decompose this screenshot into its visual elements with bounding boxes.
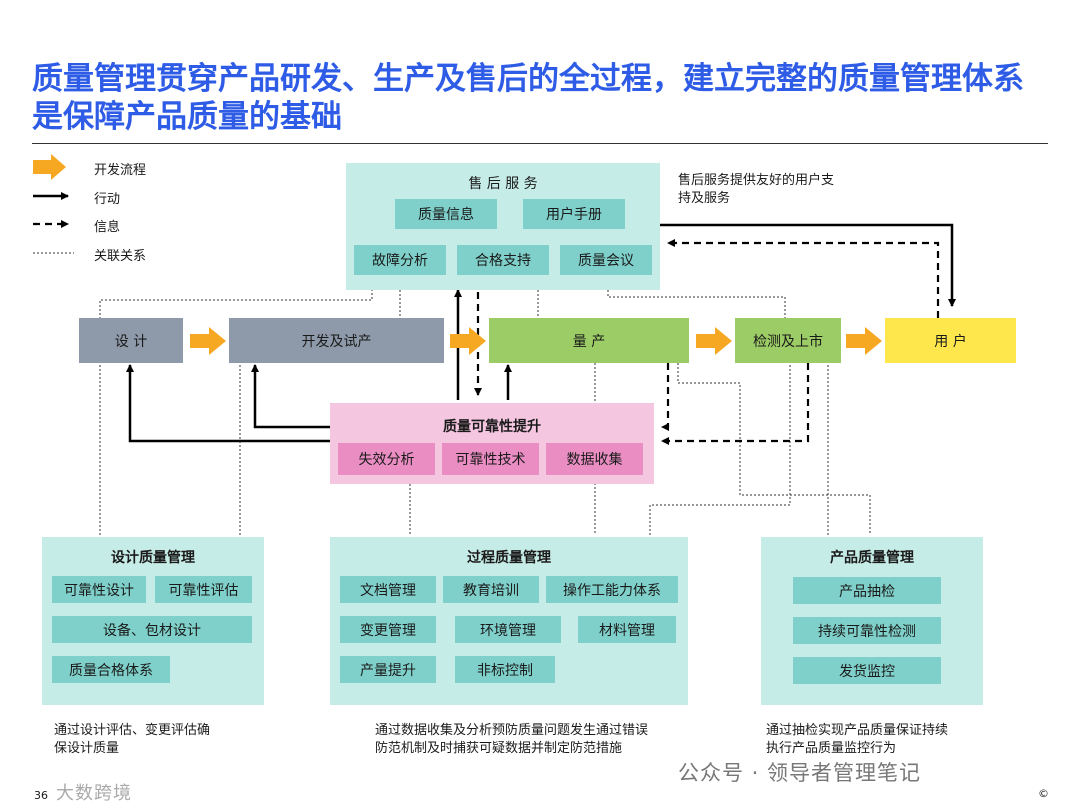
flow-dev-trial: 开发及试产 <box>229 318 444 363</box>
after-sales-note: 售后服务提供友好的用户支持及服务 <box>678 173 835 206</box>
reliability-technology: 可靠性技术 <box>442 443 539 475</box>
process-quality-title: 过程质量管理 <box>467 550 551 566</box>
design-equipment-packaging: 设备、包材设计 <box>52 616 252 643</box>
process-environment-management: 环境管理 <box>455 616 561 643</box>
relation-lines <box>99 290 871 535</box>
reliability-panel: 质量可靠性提升 失效分析 可靠性技术 数据收集 <box>330 403 654 484</box>
after-sales-fault-analysis: 故障分析 <box>354 245 446 275</box>
design-reliability-assessment: 可靠性评估 <box>155 576 252 603</box>
after-sales-panel: 售 后 服 务 质量信息 用户手册 故障分析 合格支持 质量会议 <box>346 163 660 290</box>
legend-dev-flow: 开发流程 <box>94 163 147 178</box>
process-material-management: 材料管理 <box>578 616 676 643</box>
flow-arrows <box>190 327 882 355</box>
page-number: 36 <box>34 789 48 802</box>
product-quality-title: 产品质量管理 <box>830 550 914 566</box>
after-sales-user-manual: 用户手册 <box>523 199 625 229</box>
reliability-title: 质量可靠性提升 <box>443 419 541 435</box>
after-sales-compliance-support: 合格支持 <box>457 245 549 275</box>
process-operator-capability: 操作工能力体系 <box>546 576 678 603</box>
design-reliability-design: 可靠性设计 <box>52 576 146 603</box>
product-sampling: 产品抽检 <box>793 577 941 604</box>
process-change-management: 变更管理 <box>340 616 436 643</box>
after-sales-title: 售 后 服 务 <box>468 176 538 192</box>
reliability-failure-analysis: 失效分析 <box>338 443 435 475</box>
design-quality-title: 设计质量管理 <box>111 550 195 566</box>
product-shipment-monitoring: 发货监控 <box>793 657 941 684</box>
reliability-data-collection: 数据收集 <box>546 443 643 475</box>
legend-graphics <box>33 154 74 254</box>
after-sales-quality-info: 质量信息 <box>395 199 497 229</box>
process-training: 教育培训 <box>443 576 539 603</box>
title-divider <box>32 143 1048 144</box>
after-sales-quality-meeting: 质量会议 <box>560 245 652 275</box>
flow-user: 用 户 <box>885 318 1016 363</box>
page-title: 质量管理贯穿产品研发、生产及售后的全过程，建立完整的质量管理体系是保障产品质量的… <box>32 61 1024 135</box>
process-nonstandard-control: 非标控制 <box>455 656 555 683</box>
product-reliability-testing: 持续可靠性检测 <box>793 617 941 644</box>
process-document-management: 文档管理 <box>340 576 436 603</box>
process-quality-note: 通过数据收集及分析预防质量问题发生通过错误防范机制及时捕获可疑数据并制定防范措施 <box>375 723 649 756</box>
wechat-watermark: 公众号 · 领导者管理笔记 <box>678 761 922 785</box>
process-yield-improvement: 产量提升 <box>340 656 436 683</box>
design-quality-system: 质量合格体系 <box>52 656 170 683</box>
design-quality-panel: 设计质量管理 可靠性设计 可靠性评估 设备、包材设计 质量合格体系 <box>42 537 264 705</box>
flow-design: 设 计 <box>79 318 183 363</box>
legend-relation: 关联关系 <box>94 249 147 264</box>
legend-action: 行动 <box>94 192 121 207</box>
copyright-mark: © <box>1038 787 1049 800</box>
product-quality-note: 通过抽检实现产品质量保证持续执行产品质量监控行为 <box>766 723 949 756</box>
flow-inspection-launch: 检测及上市 <box>735 318 841 363</box>
process-quality-panel: 过程质量管理 文档管理 教育培训 操作工能力体系 变更管理 环境管理 材料管理 … <box>330 537 688 705</box>
product-quality-panel: 产品质量管理 产品抽检 持续可靠性检测 发货监控 <box>761 537 983 705</box>
design-quality-note: 通过设计评估、变更评估确保设计质量 <box>54 723 211 756</box>
flow-mass-production: 量 产 <box>489 318 689 363</box>
brand-watermark: 大数跨境 <box>56 783 132 804</box>
legend-info: 信息 <box>94 220 121 235</box>
